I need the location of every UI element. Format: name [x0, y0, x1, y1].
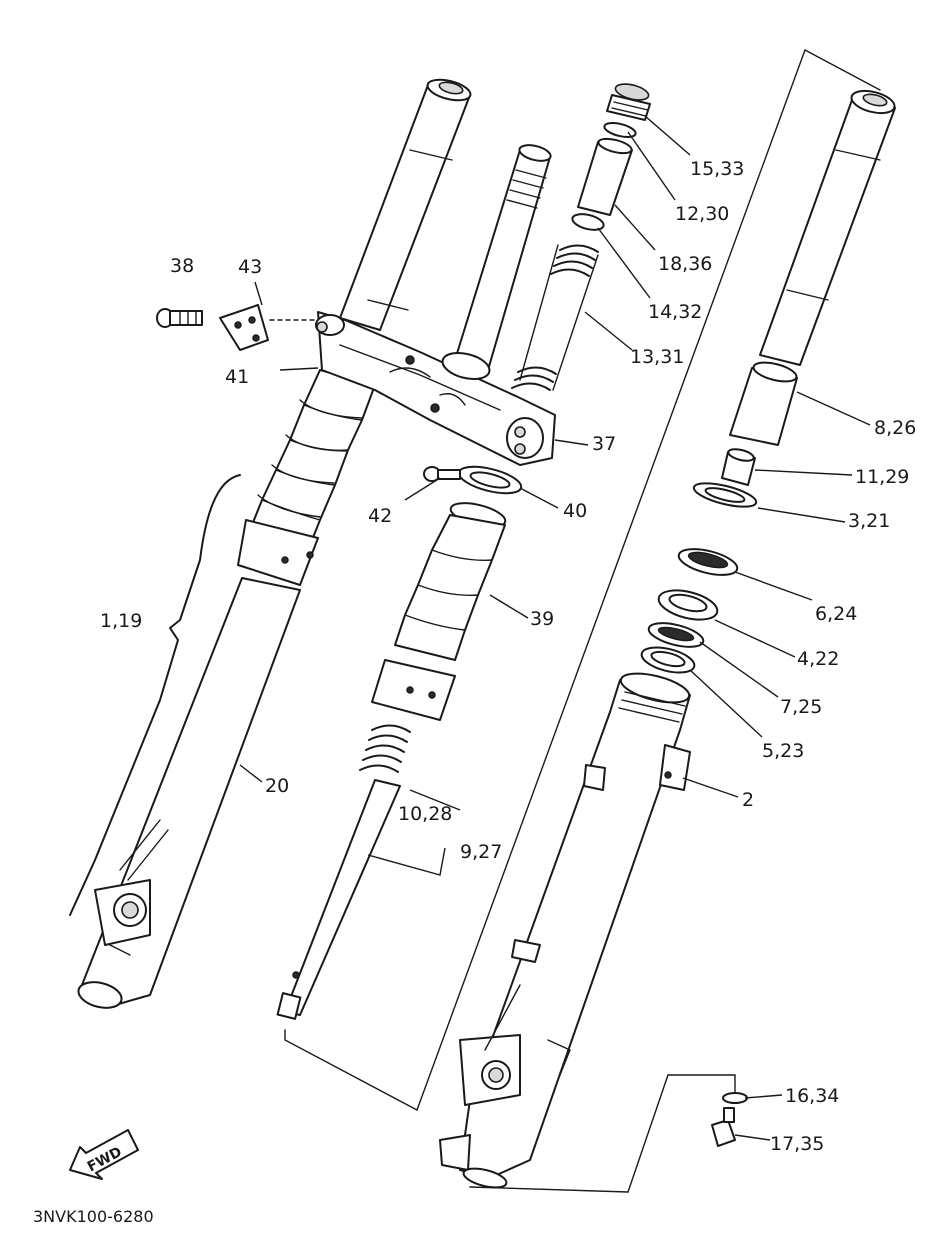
right-inner-tube	[759, 89, 896, 366]
callout-15-33: 15,33	[690, 158, 744, 180]
callout-42: 42	[368, 505, 392, 527]
callout-39: 39	[530, 608, 554, 630]
callout-8-26: 8,26	[874, 417, 916, 439]
callout-40: 40	[563, 500, 587, 522]
bolt-38	[156, 308, 203, 328]
callout-38: 38	[170, 255, 194, 277]
oil-seal-4-22	[657, 589, 719, 621]
gasket-16-34	[722, 1092, 748, 1104]
fork-spacer-18-36	[577, 137, 633, 216]
guide-lines	[269, 49, 881, 1193]
callout-43: 43	[238, 256, 262, 278]
cap-bolt-15-33	[606, 83, 651, 121]
left-dust-boot	[249, 369, 376, 546]
right-outer-tube-2	[439, 672, 691, 1189]
callout-5-23: 5,23	[762, 740, 804, 762]
callout-4-22: 4,22	[797, 648, 839, 670]
callout-10-28: 10,28	[398, 803, 452, 825]
washer-7-25	[647, 622, 705, 648]
oil-lock-piece-11-29	[721, 448, 756, 486]
drawing-code: 3NVK100-6280	[33, 1207, 154, 1226]
callout-16-34: 16,34	[785, 1085, 839, 1107]
o-ring-12-30	[603, 122, 637, 138]
callout-3-21: 3,21	[848, 510, 890, 532]
callout-20: 20	[265, 775, 289, 797]
callout-7-25: 7,25	[780, 696, 822, 718]
callout-9-27: 9,27	[460, 841, 502, 863]
callouts: 15,33 12,30 18,36 14,32 13,31 38 43 41 3…	[100, 158, 916, 1155]
steering-stem	[441, 144, 552, 381]
damper-rod-9-27	[276, 724, 411, 1020]
dust-seal-6-24	[677, 548, 739, 576]
slide-bushing-8-26	[729, 361, 798, 446]
leader-lines	[239, 115, 871, 1141]
under-bracket-37	[315, 311, 556, 466]
callout-2: 2	[742, 789, 754, 811]
circlip-40	[457, 465, 523, 495]
callout-18-36: 18,36	[658, 253, 712, 275]
callout-17-35: 17,35	[770, 1133, 824, 1155]
left-inner-tube	[339, 84, 471, 331]
bracket-1-19	[69, 474, 241, 916]
bolt-42	[423, 466, 461, 482]
callout-1-19: 1,19	[100, 610, 142, 632]
callout-12-30: 12,30	[675, 203, 729, 225]
circlip-3-21	[692, 482, 758, 508]
callout-11-29: 11,29	[855, 466, 909, 488]
callout-6-24: 6,24	[815, 603, 857, 625]
middle-dust-boot-39	[371, 502, 507, 721]
drain-screw-17-35	[711, 1107, 736, 1147]
callout-41: 41	[225, 366, 249, 388]
callout-37: 37	[592, 433, 616, 455]
washer-14-32	[571, 213, 605, 231]
cable-holder-43	[219, 304, 269, 351]
spring-13-31	[511, 244, 599, 391]
left-fork-assembly	[77, 78, 472, 1009]
callout-14-32: 14,32	[648, 301, 702, 323]
slide-metal-5-23	[640, 646, 696, 674]
fwd-direction-badge: FWD	[69, 1129, 139, 1180]
callout-13-31: 13,31	[630, 346, 684, 368]
